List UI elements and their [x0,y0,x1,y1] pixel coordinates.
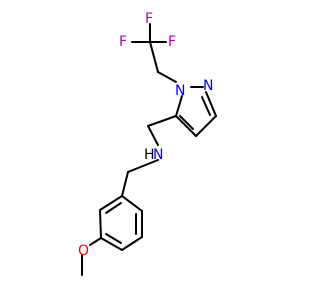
atom-amine-h: H [144,147,155,163]
atom-f-right: F [168,34,176,50]
atom-f-left: F [119,34,127,50]
bond-ar3-ar4 [121,236,143,251]
bond-ar6-ar1-double [105,202,122,214]
bond-n2-c3 [205,91,217,117]
bond-ch2-amine [147,125,159,146]
bond-c5-n1 [175,95,183,117]
bond-ar-oxygen [89,237,102,246]
atom-f-top: F [145,11,153,27]
bond-ar1-ar2 [121,195,143,212]
bond-ar4-ar5-double [105,233,122,244]
atom-n2: N [203,78,213,94]
bond-c4-c5 [175,115,197,137]
atom-amine-n: N [153,147,163,163]
bond-c4-c5-double [179,115,194,130]
molecule-diagram: F F F N N H N O [78,11,217,276]
atom-n1: N [175,83,185,99]
bond-c3-c4 [195,115,217,137]
bond-ar6-ar1 [99,195,123,211]
bond-amine-ch2 [127,159,159,173]
bond-ch2-n1 [157,71,177,83]
bond-c5-ch2 [147,115,177,127]
atom-oxygen: O [78,243,89,259]
bond-cf3-ch2 [149,41,159,73]
structure-svg: F F F N N H N O [78,11,217,276]
bond-ar4-ar5 [100,237,123,251]
bond-n2-c3-double [201,96,211,116]
bond-ar5-ar6 [99,209,102,239]
bond-ch2-ring [121,171,129,197]
